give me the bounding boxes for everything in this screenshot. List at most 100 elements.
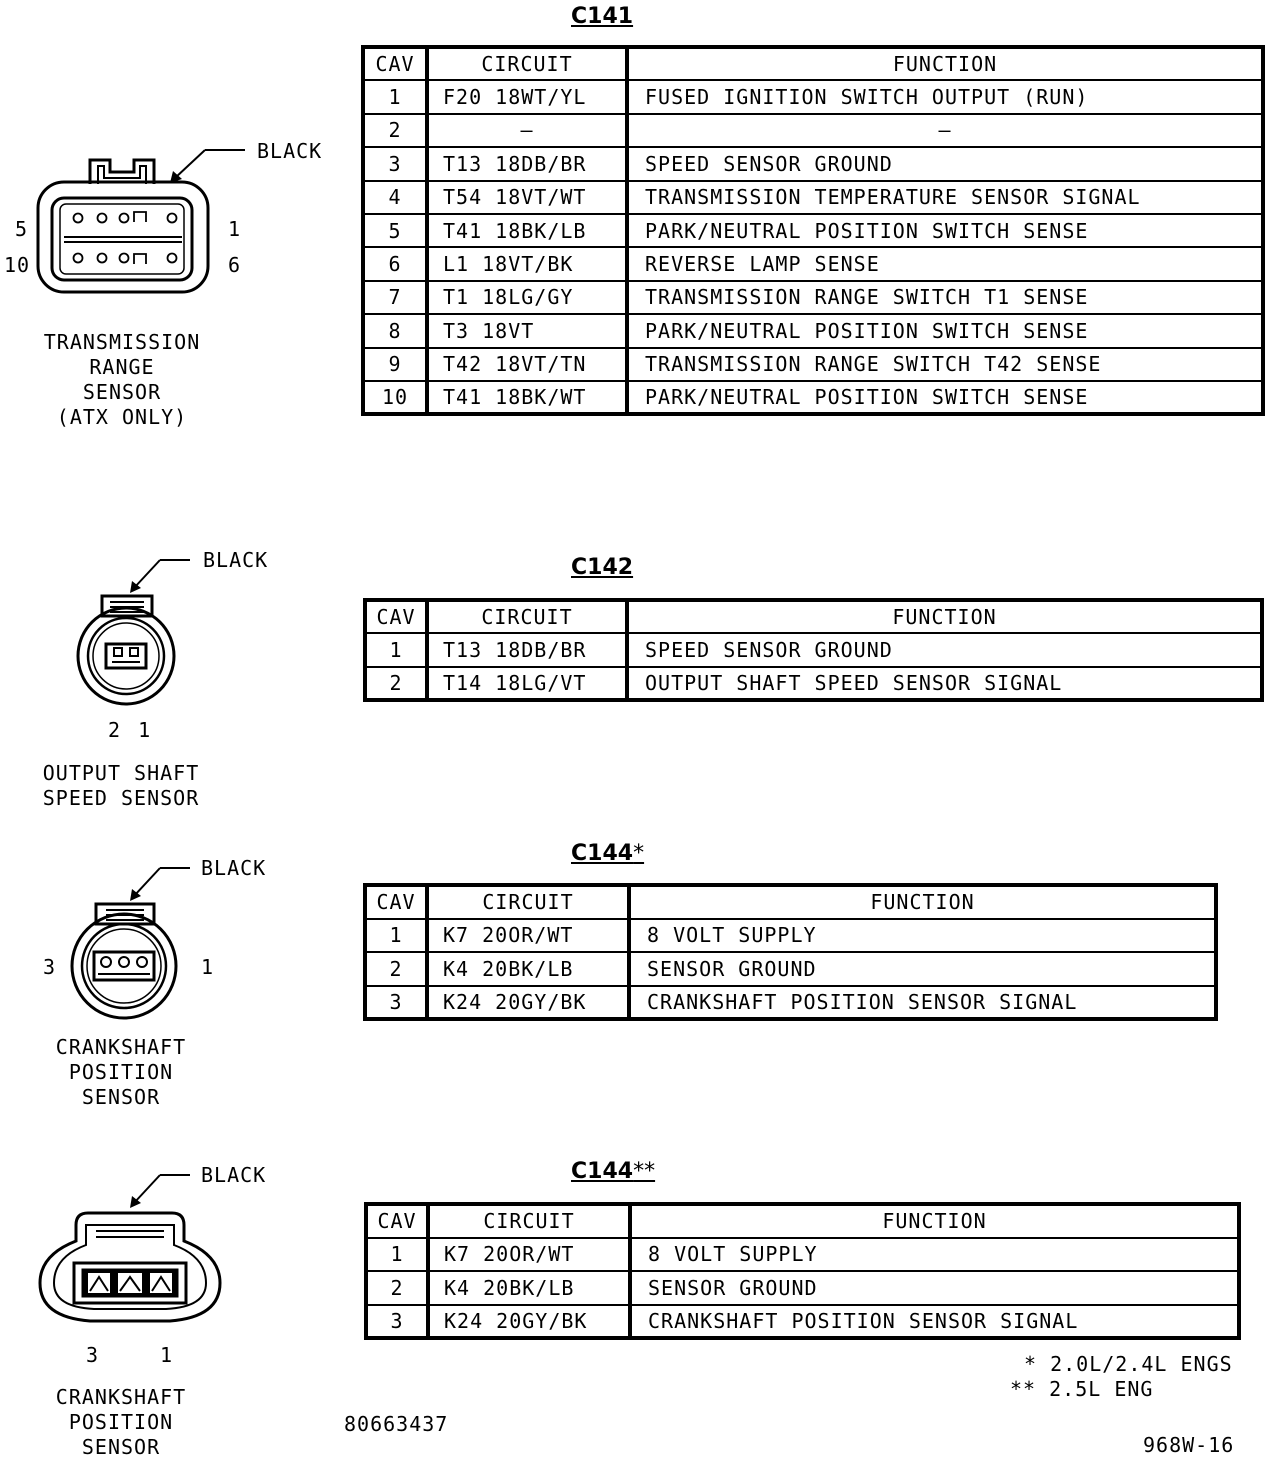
oss-pin-labels: 2 1 [108, 718, 152, 742]
function-cell: TRANSMISSION RANGE SWITCH T1 SENSE [626, 279, 1264, 316]
cav-cell: 2 [365, 1270, 430, 1306]
column-header: CIRCUIT [426, 884, 631, 920]
function-cell: TRANSMISSION TEMPERATURE SENSOR SIGNAL [626, 179, 1264, 215]
trs-color-label: BLACK [257, 139, 323, 163]
cav-cell: 6 [362, 246, 429, 282]
figure-id: 968W-16 [1143, 1433, 1235, 1457]
trs-pin-label-6: 6 [228, 253, 242, 277]
part-number: 80663437 [344, 1412, 449, 1436]
cav-cell: 8 [362, 313, 429, 349]
function-cell: PARK/NEUTRAL POSITION SWITCH SENSE [626, 379, 1264, 416]
circuit-cell: K4 20BK/LB [427, 1270, 632, 1306]
column-header: FUNCTION [626, 598, 1263, 635]
function-cell: 8 VOLT SUPPLY [629, 1236, 1240, 1272]
function-cell: PARK/NEUTRAL POSITION SWITCH SENSE [626, 212, 1264, 249]
column-header: CAV [362, 45, 429, 82]
cav-cell: 1 [362, 79, 429, 115]
circuit-cell: K4 20BK/LB [426, 951, 631, 987]
ckp1-name: CRANKSHAFT POSITION SENSOR [55, 1035, 187, 1109]
column-header: CAV [365, 1203, 430, 1239]
crankshaft-position-sensor-connector-icon [70, 867, 190, 1020]
ckp2-color-label: BLACK [201, 1163, 267, 1187]
circuit-cell: L1 18VT/BK [426, 246, 629, 282]
circuit-cell: T13 18DB/BR [426, 146, 629, 182]
cav-cell: 3 [365, 1303, 430, 1339]
trs-name: TRANSMISSION RANGE SENSOR (ATX ONLY) [43, 330, 201, 429]
cav-cell: 9 [362, 346, 429, 382]
circuit-cell: T14 18LG/VT [426, 665, 629, 701]
function-cell: – [626, 112, 1264, 149]
ckp2-pin-label-3: 3 [86, 1343, 100, 1367]
circuit-cell: T13 18DB/BR [426, 632, 629, 668]
transmission-range-sensor-connector-icon [36, 149, 245, 294]
cav-cell: 2 [364, 951, 429, 987]
output-shaft-speed-sensor-connector-icon [76, 559, 190, 706]
circuit-cell: K24 20GY/BK [426, 984, 631, 1020]
cav-cell: 4 [362, 179, 429, 215]
column-header: FUNCTION [626, 45, 1264, 82]
crankshaft-position-sensor-alt-connector-icon [38, 1174, 222, 1323]
cav-cell: 7 [362, 279, 429, 316]
column-header: CAV [364, 884, 429, 920]
circuit-cell: F20 18WT/YL [426, 79, 629, 115]
function-cell: SPEED SENSOR GROUND [626, 146, 1264, 182]
circuit-cell: K7 20OR/WT [426, 917, 631, 953]
cav-cell: 5 [362, 212, 429, 249]
footnote-single-asterisk: * 2.0L/2.4L ENGS [1024, 1352, 1233, 1376]
circuit-cell: K24 20GY/BK [427, 1303, 632, 1339]
function-cell: PARK/NEUTRAL POSITION SWITCH SENSE [626, 313, 1264, 349]
function-cell: REVERSE LAMP SENSE [626, 246, 1264, 282]
c141-title: C141 [571, 4, 634, 29]
function-cell: SPEED SENSOR GROUND [626, 632, 1263, 668]
footnote-double-asterisk: ** 2.5L ENG [1010, 1377, 1154, 1401]
trs-pin-label-1: 1 [228, 217, 242, 241]
c144-alt-title: C144** [571, 1159, 656, 1184]
ckp1-pin-label-1: 1 [201, 955, 215, 979]
ckp1-color-label: BLACK [201, 856, 267, 880]
cav-cell: 3 [364, 984, 429, 1020]
cav-cell: 1 [364, 632, 429, 668]
column-header: CAV [364, 598, 429, 635]
column-header: CIRCUIT [426, 598, 629, 635]
trs-pin-label-5: 5 [15, 217, 29, 241]
circuit-cell: T42 18VT/TN [426, 346, 629, 382]
cav-cell: 2 [362, 112, 429, 149]
cav-cell: 10 [362, 379, 429, 416]
circuit-cell: T1 18LG/GY [426, 279, 629, 316]
oss-name: OUTPUT SHAFT SPEED SENSOR [42, 761, 200, 810]
function-cell: FUSED IGNITION SWITCH OUTPUT (RUN) [626, 79, 1264, 115]
circuit-cell: K7 20OR/WT [427, 1236, 632, 1272]
function-cell: TRANSMISSION RANGE SWITCH T42 SENSE [626, 346, 1264, 382]
c144-title: C144* [571, 841, 645, 866]
column-header: CIRCUIT [427, 1203, 632, 1239]
ckp2-pin-label-1: 1 [160, 1343, 174, 1367]
oss-color-label: BLACK [203, 548, 269, 572]
function-cell: OUTPUT SHAFT SPEED SENSOR SIGNAL [626, 665, 1263, 701]
column-header: FUNCTION [628, 884, 1217, 920]
function-cell: 8 VOLT SUPPLY [628, 917, 1217, 953]
circuit-cell: T41 18BK/WT [426, 379, 629, 416]
cav-cell: 3 [362, 146, 429, 182]
cav-cell: 1 [365, 1236, 430, 1272]
circuit-cell: T41 18BK/LB [426, 212, 629, 249]
